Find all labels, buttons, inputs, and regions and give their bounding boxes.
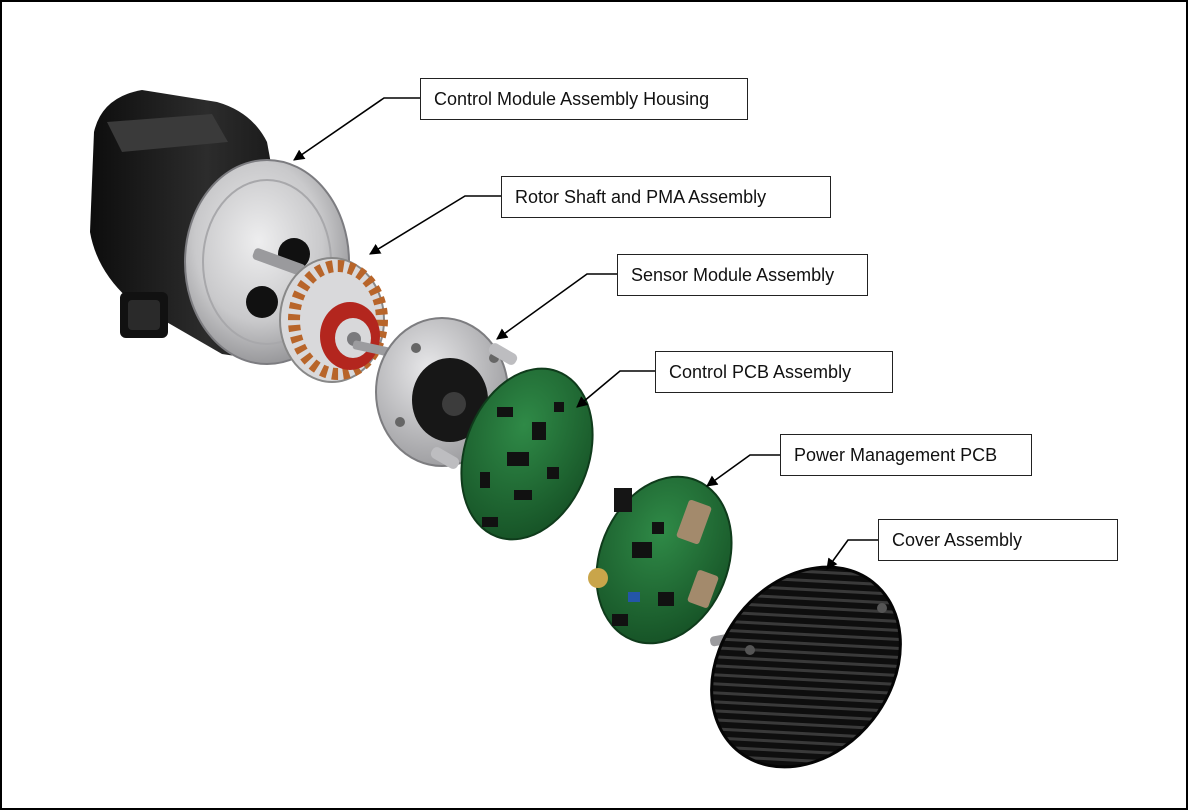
callout-sensor-label: Sensor Module Assembly [631, 264, 835, 285]
leader-sensor [496, 273, 617, 340]
cover-component [710, 565, 902, 769]
callout-rotor-label: Rotor Shaft and PMA Assembly [515, 186, 767, 207]
callout-control-pcb-label: Control PCB Assembly [669, 361, 852, 382]
callout-cover: Cover Assembly [878, 519, 1118, 561]
leader-cover [826, 539, 878, 570]
power-pcb-component [588, 475, 733, 645]
callout-housing-label: Control Module Assembly Housing [434, 88, 710, 109]
callout-housing: Control Module Assembly Housing [420, 78, 748, 120]
callout-cover-label: Cover Assembly [892, 529, 1023, 550]
leader-power-pcb [706, 454, 780, 487]
housing-component [90, 90, 350, 365]
control-pcb-component [460, 367, 594, 541]
callout-power-pcb-label: Power Management PCB [794, 444, 998, 465]
callout-power-pcb: Power Management PCB [780, 434, 1032, 476]
callout-sensor: Sensor Module Assembly [617, 254, 868, 296]
callout-rotor: Rotor Shaft and PMA Assembly [501, 176, 831, 218]
rotor-component [279, 257, 393, 383]
leader-rotor [369, 195, 501, 255]
callout-control-pcb: Control PCB Assembly [655, 351, 893, 393]
leader-control-pcb [576, 370, 655, 408]
leader-housing [293, 97, 420, 161]
leader-lines [293, 97, 878, 570]
